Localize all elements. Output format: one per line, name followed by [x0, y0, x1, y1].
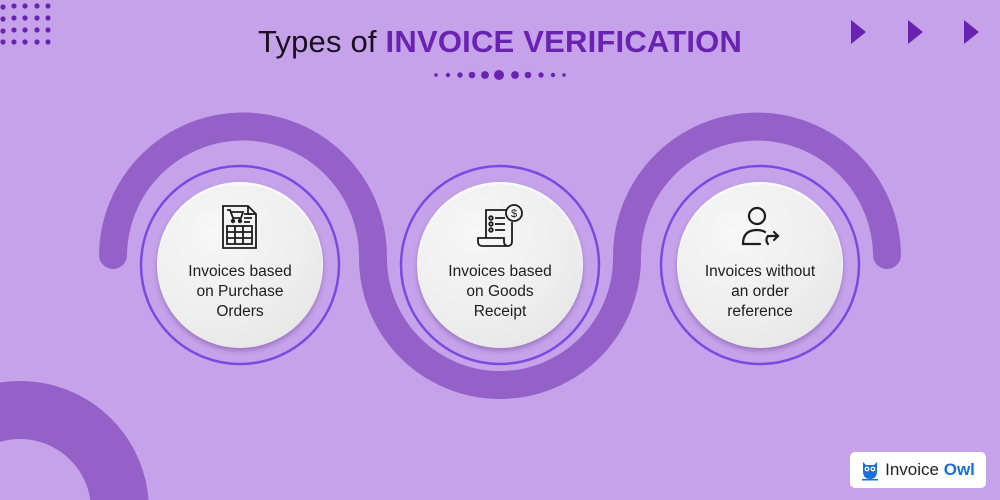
arc-right: [612, 112, 901, 272]
card-goods-receipt: $ Invoices based on Goods Receipt: [417, 182, 583, 348]
dot-grid-top-left: [0, 3, 51, 45]
brand-logo[interactable]: Invoice Owl: [850, 452, 986, 488]
receipt-dollar-icon: $: [477, 204, 523, 247]
user-forward-icon: [741, 206, 780, 246]
arc-left: [99, 112, 388, 272]
owl-icon: [862, 462, 879, 481]
ring-right: [659, 164, 861, 366]
card-purchase-orders: Invoices based on Purchase Orders: [157, 182, 323, 348]
svg-text:$: $: [511, 208, 517, 220]
title-highlight: INVOICE VERIFICATION: [385, 24, 743, 59]
invoice-cart-table-icon: [222, 205, 257, 249]
ring-left: [139, 164, 341, 366]
title-prefix: Types of: [257, 24, 377, 59]
corner-ring: [0, 381, 149, 500]
card-label: Invoices without an order reference: [704, 263, 816, 320]
title-divider-dots: [434, 70, 566, 80]
page-title: Types of INVOICE VERIFICATION: [0, 24, 1000, 60]
play-arrows: [851, 20, 979, 44]
card-label: Invoices based on Goods Receipt: [448, 263, 552, 320]
arc-middle: [359, 244, 641, 399]
ring-middle: [399, 164, 601, 366]
card-label: Invoices based on Purchase Orders: [188, 263, 292, 320]
card-no-order-reference: Invoices without an order reference: [677, 182, 843, 348]
brand-name: Invoice Owl: [885, 460, 975, 479]
